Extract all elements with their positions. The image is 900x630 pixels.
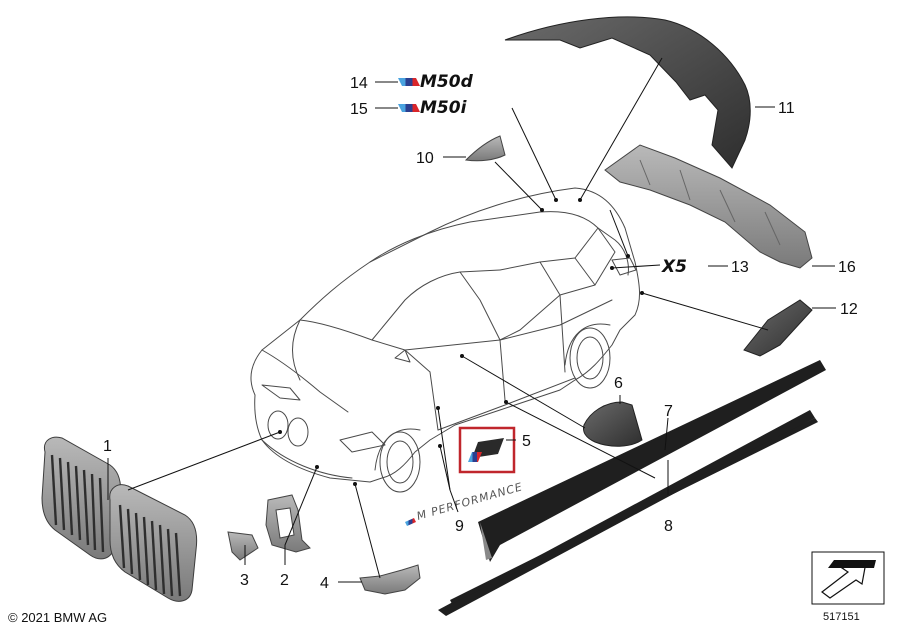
part-15-m50i-badge: M50i — [398, 98, 468, 118]
part-7-side-skirt — [478, 360, 826, 562]
part-1-kidney-grille — [41, 436, 198, 602]
m50i-badge-text: M50i — [420, 98, 468, 118]
callout-9: 9 — [455, 518, 464, 535]
part-8-side-stripe — [438, 410, 818, 616]
m50d-badge-text: M50d — [420, 72, 474, 92]
callout-2: 2 — [280, 572, 289, 589]
part-5-m-badge — [458, 426, 516, 474]
callout-13: 13 — [731, 259, 749, 276]
reference-number: 517151 — [823, 611, 860, 623]
callout-8: 8 — [664, 518, 673, 535]
part-3-trim-piece — [227, 531, 259, 561]
part-10-roof-fin — [464, 135, 506, 162]
callout-1: 1 — [103, 438, 112, 455]
part-6-mirror-cap — [583, 401, 643, 447]
callout-16: 16 — [838, 259, 856, 276]
part-16-rear-diffuser — [604, 144, 813, 269]
callout-4: 4 — [320, 575, 329, 592]
reference-symbol: 517151 — [811, 551, 885, 623]
callout-15: 15 — [350, 101, 368, 118]
callout-12: 12 — [840, 301, 858, 318]
part-14-m50d-badge: M50d — [398, 72, 474, 92]
arrow-corner-icon — [821, 560, 876, 599]
callout-6: 6 — [614, 375, 623, 392]
callout-14: 14 — [350, 75, 368, 92]
callout-7: 7 — [664, 403, 673, 420]
part-11-rear-spoiler — [504, 16, 751, 169]
part-2-bracket — [265, 494, 311, 553]
callout-labels: 1 2 3 4 5 6 7 8 9 10 11 12 13 14 15 16 — [103, 75, 858, 592]
callout-10: 10 — [416, 150, 434, 167]
part-13-x5-badge: X5 — [661, 257, 687, 277]
callout-11: 11 — [778, 100, 795, 117]
part-4-front-trim — [359, 564, 421, 595]
leader-lines — [107, 57, 836, 583]
part-12-rear-trim — [743, 299, 813, 357]
copyright-text: © 2021 BMW AG — [8, 610, 107, 625]
callout-3: 3 — [240, 572, 249, 589]
callout-5: 5 — [522, 433, 531, 450]
vehicle-outline — [250, 187, 640, 493]
highlight-box — [458, 426, 516, 474]
x5-badge-text: X5 — [661, 257, 687, 277]
